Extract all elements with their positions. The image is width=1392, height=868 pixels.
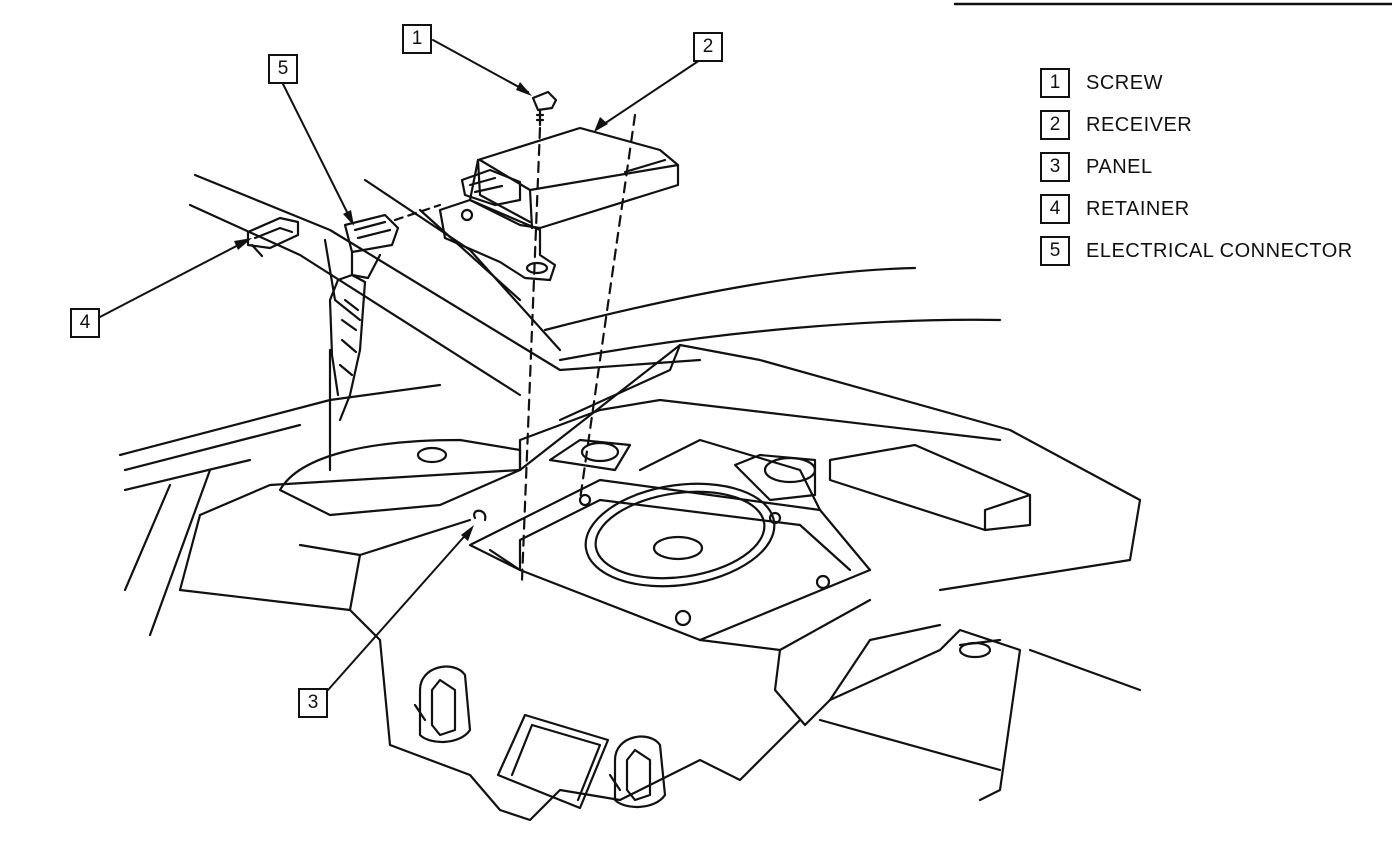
legend-number: 3: [1040, 152, 1070, 182]
legend-item-electrical-connector: 5 ELECTRICAL CONNECTOR: [1040, 230, 1380, 272]
legend-number: 4: [1040, 194, 1070, 224]
legend-label: RECEIVER: [1086, 113, 1193, 136]
legend-item-receiver: 2 RECEIVER: [1040, 104, 1380, 146]
legend-number: 2: [1040, 110, 1070, 140]
legend-label: RETAINER: [1086, 197, 1190, 220]
callout-5: 5: [268, 54, 298, 84]
legend-label: SCREW: [1086, 71, 1163, 94]
legend-number: 1: [1040, 68, 1070, 98]
callout-3: 3: [298, 688, 328, 718]
callout-2: 2: [693, 32, 723, 62]
callout-1: 1: [402, 24, 432, 54]
legend-number: 5: [1040, 236, 1070, 266]
parts-legend: 1 SCREW 2 RECEIVER 3 PANEL 4 RETAINER 5 …: [1040, 62, 1380, 272]
legend-item-panel: 3 PANEL: [1040, 146, 1380, 188]
legend-item-retainer: 4 RETAINER: [1040, 188, 1380, 230]
callout-4: 4: [70, 308, 100, 338]
legend-label: PANEL: [1086, 155, 1153, 178]
legend-item-screw: 1 SCREW: [1040, 62, 1380, 104]
legend-label: ELECTRICAL CONNECTOR: [1086, 239, 1353, 262]
